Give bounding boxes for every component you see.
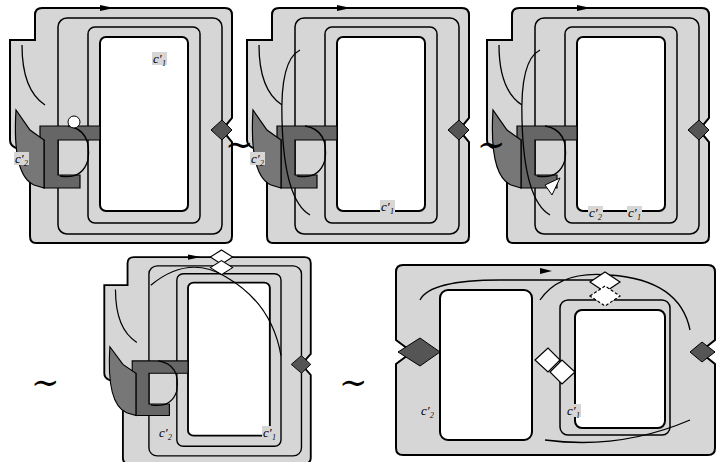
equivalence-sign: ∼ — [30, 366, 61, 400]
curve-label: c′₁ — [152, 52, 167, 65]
equivalence-sign: ∼ — [338, 366, 369, 400]
curve-label: c′₂ — [14, 152, 29, 165]
equivalence-sign: ∼ — [476, 128, 507, 162]
curve-label: c′₁ — [380, 200, 395, 213]
curve-label: c′₁ — [627, 206, 642, 219]
curve-label: c′₁ — [566, 404, 581, 417]
curve-label: c′₁ — [262, 426, 277, 439]
curve-label: c′₂ — [588, 206, 603, 219]
curve-label: c′₂ — [250, 152, 265, 165]
curve-label: c′₂ — [158, 426, 173, 439]
curve-label: c′₂ — [420, 404, 435, 417]
